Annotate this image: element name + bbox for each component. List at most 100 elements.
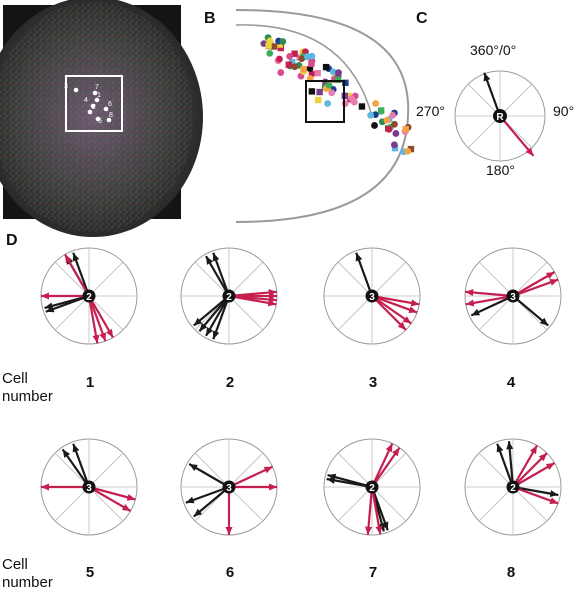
region-of-interest-box [65, 75, 123, 132]
compass-bottom-label: 180° [486, 162, 515, 178]
map-marker [391, 120, 398, 128]
red-arrow [371, 443, 394, 488]
map-marker [277, 69, 285, 76]
map-marker [335, 76, 342, 84]
center-label: 2 [369, 483, 375, 494]
black-arrow [470, 295, 514, 317]
micro-label: 7 [95, 84, 99, 91]
map-marker [306, 65, 314, 73]
center-label: 3 [226, 483, 232, 494]
black-arrow [512, 485, 559, 498]
map-marker [288, 58, 296, 66]
panel-label-d: D [6, 232, 18, 249]
map-marker [335, 69, 342, 77]
center-label: 2 [86, 292, 92, 303]
micro-label: 5 [98, 118, 102, 125]
map-marker [329, 68, 337, 76]
cell-polar-plot: 2 [40, 247, 138, 345]
zoom-box [305, 80, 345, 123]
black-arrow [512, 295, 549, 327]
map-marker [303, 53, 311, 61]
red-arrow [228, 465, 273, 488]
red-arrow [512, 462, 556, 488]
caption-line: number [2, 574, 53, 591]
map-marker [316, 88, 323, 96]
red-arrow [371, 295, 407, 331]
black-arrow [506, 441, 515, 488]
micro-label: 2 [92, 104, 96, 111]
center-label: 2 [510, 483, 516, 494]
red-arrow [88, 486, 132, 512]
red-arrow [41, 292, 89, 300]
map-marker [385, 125, 393, 133]
map-marker [315, 96, 322, 104]
map-marker [276, 41, 283, 48]
cell-polar-plot: 2 [180, 247, 278, 345]
black-arrow [212, 252, 231, 297]
cell-number: 7 [368, 564, 378, 581]
red-arrow [371, 294, 418, 314]
black-arrow [44, 294, 90, 310]
map-marker [404, 147, 412, 155]
compass-red-arrow [499, 115, 535, 157]
red-arrow [225, 487, 233, 535]
black-arrow [198, 295, 230, 332]
cell-polar-plot: 2 [464, 438, 562, 536]
map-marker [298, 55, 306, 63]
map-marker [266, 37, 274, 45]
map-marker [358, 103, 366, 110]
red-arrow [370, 486, 383, 535]
map-marker [331, 76, 338, 83]
red-arrow [465, 289, 514, 298]
panel-label-b: B [204, 10, 216, 27]
micro-label: 4 [84, 97, 88, 104]
micro-label: 8 [109, 112, 113, 119]
map-marker [342, 79, 349, 87]
black-arrow [205, 255, 230, 297]
map-marker [270, 43, 278, 50]
map-marker [265, 42, 272, 49]
panel-label-c: C [416, 10, 428, 27]
compass-reference: R [454, 70, 546, 162]
black-arrow [496, 443, 515, 488]
microscopy-image [0, 0, 203, 237]
cell-number: 1 [85, 374, 95, 391]
map-marker [308, 60, 315, 67]
cell-number: 5 [85, 564, 95, 581]
black-arrow [327, 473, 373, 489]
red-arrow [465, 294, 514, 307]
map-marker [285, 61, 293, 68]
red-arrow [228, 294, 277, 307]
map-marker [325, 81, 333, 89]
red-arrow [371, 295, 412, 325]
map-marker [383, 116, 391, 124]
map-marker [314, 69, 321, 77]
map-marker [407, 145, 415, 153]
map-marker [392, 130, 400, 137]
micro-label: 3 [64, 83, 68, 90]
red-arrow [87, 295, 107, 342]
map-marker [372, 100, 380, 107]
map-marker [276, 55, 283, 63]
compass-left-label: 270° [416, 103, 445, 119]
black-arrow [193, 295, 230, 327]
compass-right-label: 90° [553, 103, 575, 119]
cell-caption-row2: Cell number [2, 556, 53, 592]
map-marker [345, 92, 352, 100]
map-marker [390, 141, 398, 149]
black-arrow [212, 295, 231, 340]
cell-polar-plot: 2 [323, 438, 421, 536]
micro-label: 6 [108, 101, 112, 108]
center-label: R [496, 112, 504, 123]
red-arrow [88, 295, 114, 339]
cell-caption-row1: Cell number [2, 370, 53, 406]
map-marker [402, 126, 409, 133]
map-marker [367, 111, 375, 119]
black-arrow [72, 443, 91, 488]
map-marker [322, 63, 330, 71]
red-arrow [41, 483, 89, 491]
red-arrow [229, 483, 277, 491]
center-label: 3 [86, 483, 92, 494]
red-arrow [512, 485, 559, 505]
cell-number: 4 [506, 374, 516, 391]
